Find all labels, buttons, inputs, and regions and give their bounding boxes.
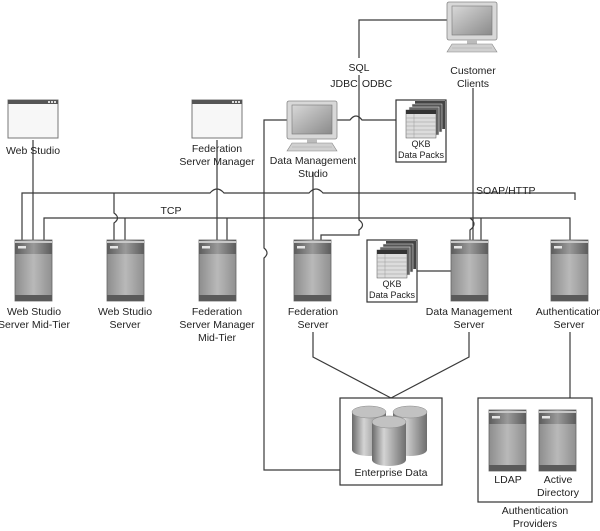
active-directory-server-icon: [538, 409, 577, 472]
web-studio-window-icon: [7, 99, 59, 139]
federation-server-label: Federation Server: [287, 306, 339, 331]
dm-studio-to-qkb: [337, 115, 396, 121]
sql-label: SQL: [348, 62, 370, 74]
soap-http-bus: [21, 188, 576, 240]
fsm-label: Federation Server Manager: [179, 143, 255, 168]
soap-drop-web-studio-server: [113, 193, 119, 240]
tcp-bus-right: [470, 217, 571, 240]
customer-clients-label: Customer Clients: [450, 65, 496, 90]
tcp-bus: [43, 217, 475, 240]
jdbc-label: JDBC: [330, 78, 358, 90]
connection-lines: [21, 19, 576, 471]
jdbc-odbc-line: [320, 75, 364, 240]
qkb-top-label: QKB Data Packs: [397, 139, 445, 160]
dm-studio-monitor-icon: [286, 100, 338, 152]
ldap-server-icon: [488, 409, 527, 472]
dm-server-icon: [450, 239, 489, 302]
dm-to-enterprise: [390, 332, 470, 399]
odbc-label: ODBC: [361, 78, 393, 90]
web-studio-mid-tier-server-icon: [14, 239, 53, 302]
tcp-label: TCP: [160, 205, 182, 217]
qkb-mid-label: QKB Data Packs: [368, 279, 416, 300]
federation-server-icon: [293, 239, 332, 302]
ldap-label: LDAP: [494, 474, 522, 486]
enterprise-data-label: Enterprise Data: [354, 467, 428, 479]
fed-to-enterprise: [312, 332, 392, 399]
qkb-mid-datapack-icon: [376, 240, 417, 279]
authentication-server-label: Authentication Server: [535, 306, 600, 331]
dm-server-label: Data Management Server: [425, 306, 513, 331]
web-studio-server-icon: [106, 239, 145, 302]
auth-providers-label: Authentication Providers: [501, 505, 569, 530]
database-cylinder-icon: [371, 415, 407, 467]
web-studio-mid-tier-label: Web Studio Server Mid-Tier: [0, 306, 70, 331]
dm-studio-to-enterprise: [263, 119, 340, 471]
web-studio-server-label: Web Studio Server: [97, 306, 153, 331]
sql-line: [358, 19, 447, 58]
active-directory-label: Active Directory: [536, 474, 580, 499]
qkb-top-datapack-icon: [405, 100, 446, 139]
authentication-server-icon: [550, 239, 589, 302]
customer-clients-monitor-icon: [446, 1, 498, 53]
fsm-mid-tier-label: Federation Server Manager Mid-Tier: [179, 306, 255, 344]
fsm-window-icon: [191, 99, 243, 139]
dm-studio-label: Data Management Studio: [269, 155, 357, 180]
fsm-mid-tier-server-icon: [198, 239, 237, 302]
web-studio-label: Web Studio: [5, 145, 61, 157]
soap-http-label: SOAP/HTTP: [476, 185, 536, 197]
